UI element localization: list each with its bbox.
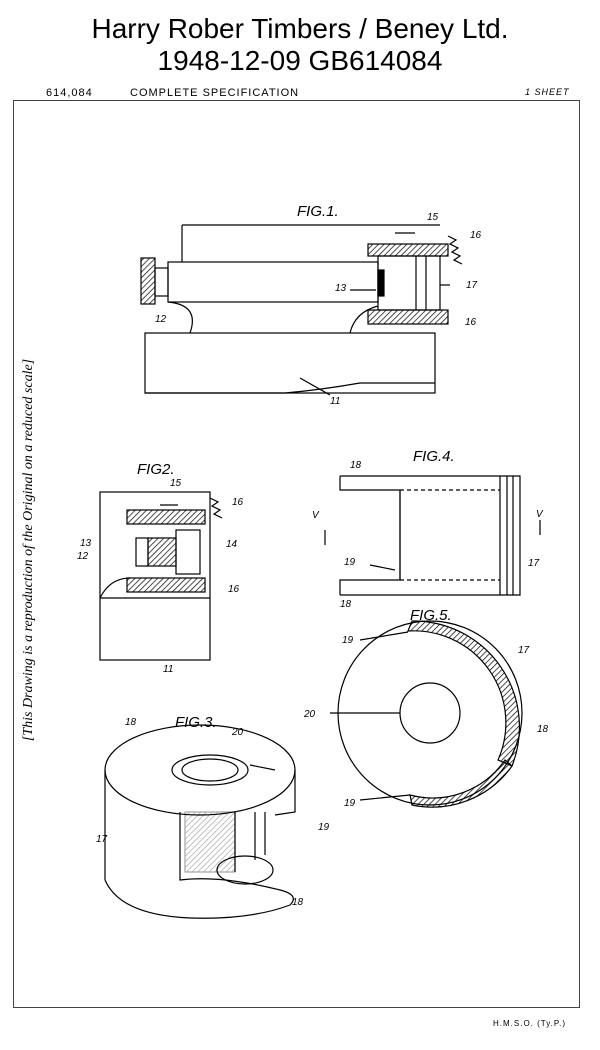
fig2-ref: 16: [232, 497, 244, 508]
fig1-ref: 17: [466, 280, 478, 291]
fig3-label: FIG.3.: [175, 714, 217, 731]
fig5-ref: 17: [518, 645, 530, 656]
fig1-ref: 12: [155, 314, 167, 325]
fig1-ref: 15: [427, 212, 439, 223]
fig4-ref: 18: [350, 460, 362, 471]
fig2-ref: 16: [228, 584, 240, 595]
fig2-ref: 11: [163, 664, 173, 675]
fig1-ref: 11: [330, 396, 340, 407]
fig4-ref: 17: [528, 558, 540, 569]
fig2-ref: 12: [77, 551, 89, 562]
fig3-ref: 17: [96, 834, 108, 845]
printer-credit: H.M.S.O. (Ty.P.): [493, 1019, 566, 1028]
fig1-ref: 16: [465, 317, 477, 328]
fig2-ref: 14: [226, 539, 238, 550]
fig3-ref: 18: [125, 717, 137, 728]
fig5-ref: 19: [342, 635, 354, 646]
fig3-ref: 19: [318, 822, 330, 833]
fig4-ref: V: [536, 509, 544, 520]
figure-3: [105, 725, 295, 918]
fig4-ref: 19: [344, 557, 356, 568]
figure-2: [100, 492, 222, 660]
fig4-ref: V: [312, 510, 320, 521]
fig1-label: FIG.1.: [297, 203, 339, 220]
fig5-ref: 19: [344, 798, 356, 809]
figure-4: [325, 476, 540, 595]
figure-5: [330, 621, 522, 807]
fig4-ref: 18: [340, 599, 352, 610]
fig2-label: FIG2.: [137, 461, 175, 478]
fig1-ref: 16: [470, 230, 482, 241]
fig2-ref: 13: [80, 538, 92, 549]
fig5-ref: 18: [537, 724, 549, 735]
fig5-ref: 20: [303, 709, 316, 720]
fig3-ref: 20: [231, 727, 244, 738]
fig5-label: FIG.5.: [410, 607, 452, 624]
fig1-ref: 13: [335, 283, 347, 294]
fig3-ref: 18: [292, 897, 304, 908]
figure-1: [141, 225, 462, 395]
fig4-label: FIG.4.: [413, 448, 455, 465]
fig2-ref: 15: [170, 478, 182, 489]
